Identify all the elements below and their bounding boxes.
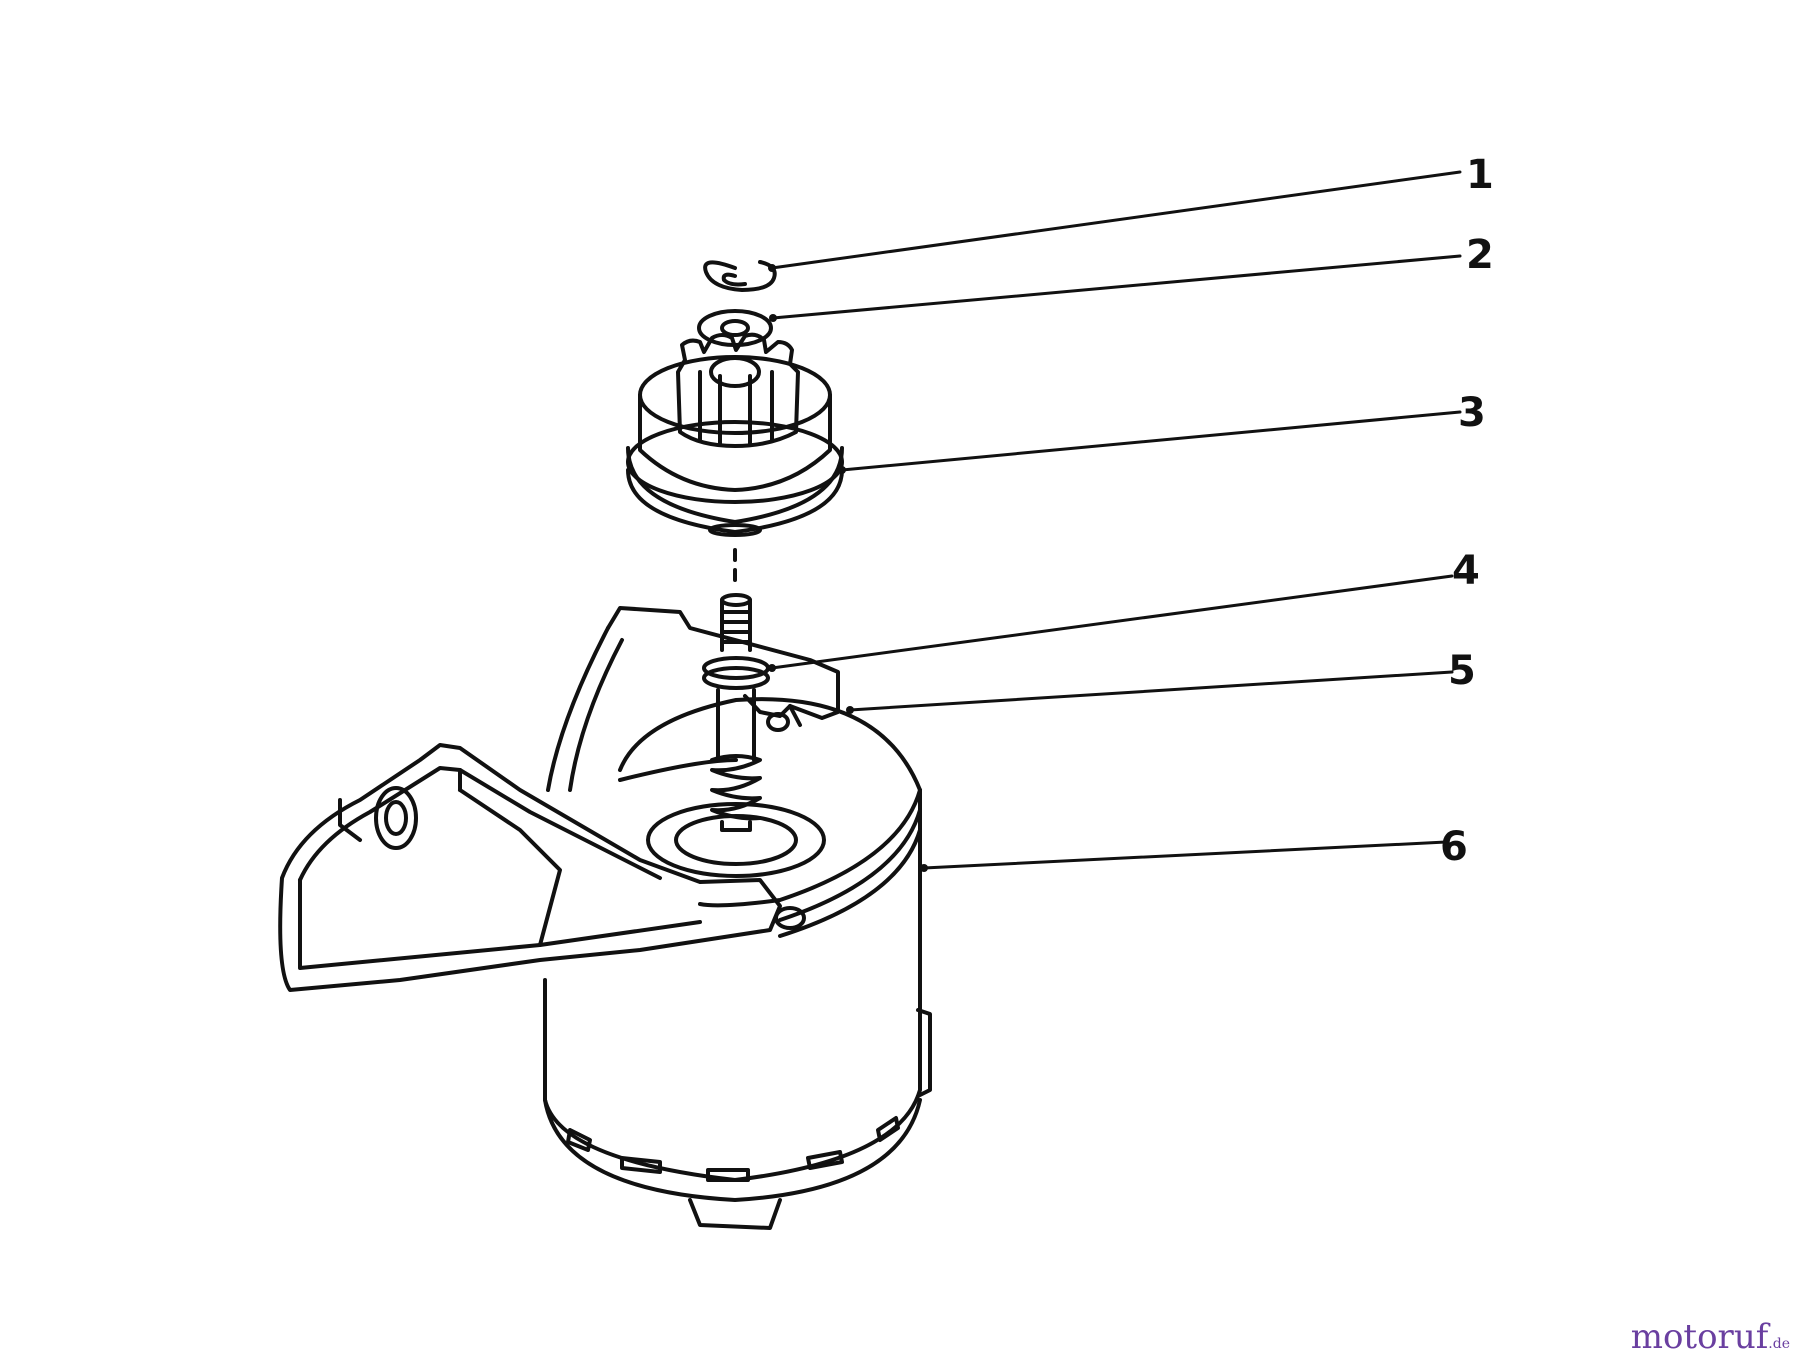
leader-lines [770,170,1462,870]
retaining-clip-part [703,260,777,292]
watermark-logo: motoruf.de [1631,1317,1790,1357]
watermark-text: motoruf [1630,1317,1769,1357]
watermark-domain: .de [1768,1336,1790,1352]
callout-5: 5 [1448,648,1476,694]
callout-2: 2 [1466,232,1494,278]
armature-shaft-part [646,593,826,878]
callout-3: 3 [1458,390,1486,436]
callout-1: 1 [1466,152,1494,198]
callout-4: 4 [1452,548,1480,594]
callout-6: 6 [1440,824,1468,870]
pinion-gear-part [626,332,844,537]
starter-motor-part [543,697,932,1230]
mounting-bracket-part [278,606,840,992]
